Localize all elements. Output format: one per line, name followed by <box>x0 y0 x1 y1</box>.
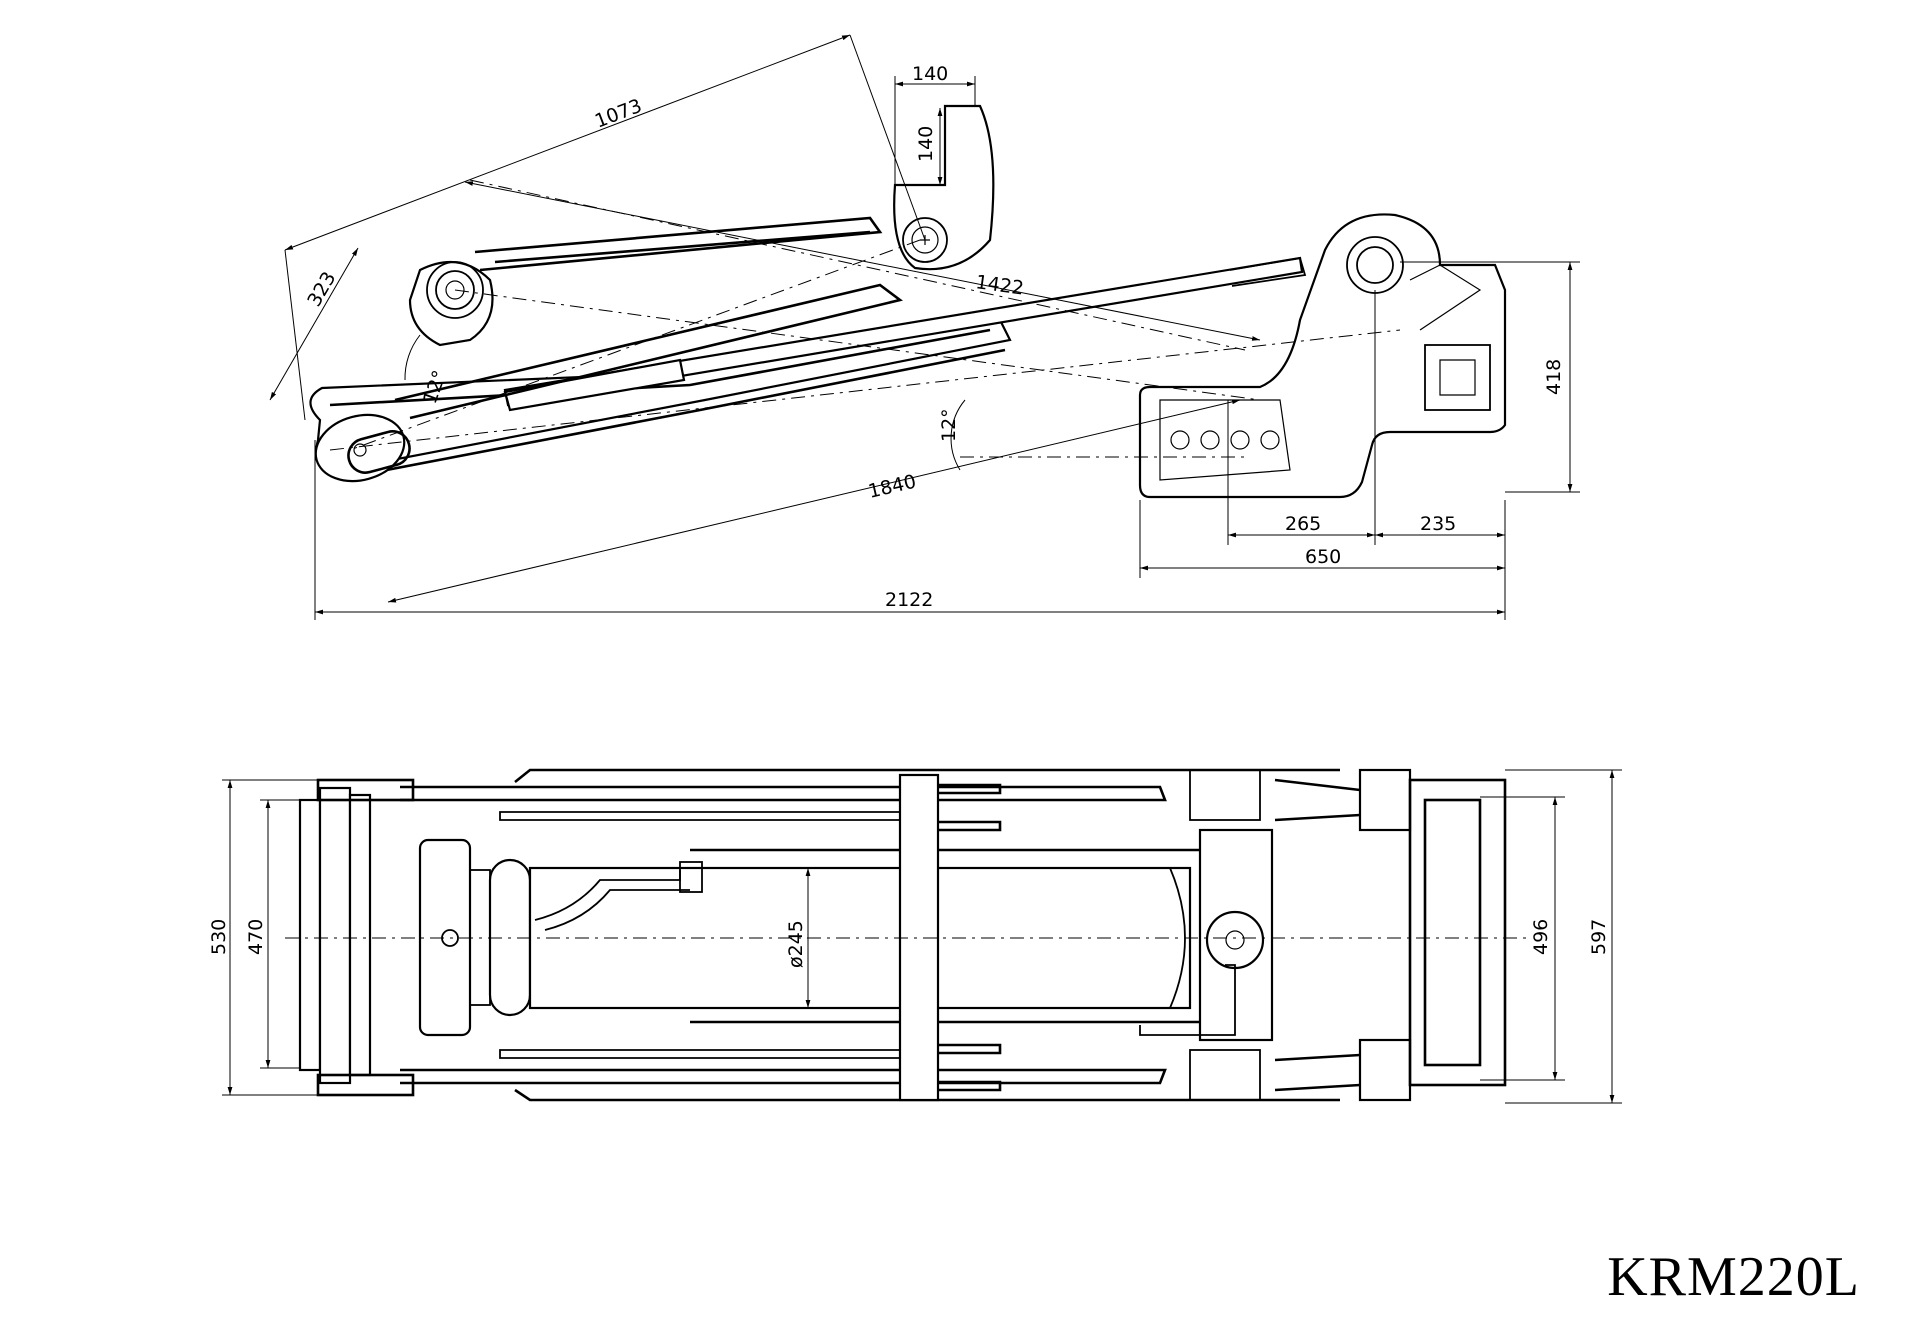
dim-cylinder-dia: ø245 <box>785 920 807 968</box>
side-dimensions: 2122 1840 1073 1422 323 140 140 <box>269 34 1580 620</box>
dim-overall-length: 2122 <box>885 589 933 611</box>
dim-rear-outer: 597 <box>1588 919 1610 955</box>
top-bracket <box>893 104 995 271</box>
upper-pivot-head <box>408 260 494 347</box>
model-label: KRM220L <box>1607 1246 1860 1308</box>
rear-assembly <box>1139 768 1507 1102</box>
dim-base-235: 235 <box>1420 513 1456 535</box>
dim-arm-length: 1840 <box>866 471 918 503</box>
dim-outer-width: 530 <box>208 919 230 955</box>
dim-upper-link: 1073 <box>592 95 645 133</box>
dim-pin-offset: 323 <box>303 268 340 310</box>
front-plates <box>298 778 415 1097</box>
dim-base-650: 650 <box>1305 546 1341 568</box>
dim-diagonal: 1422 <box>974 271 1025 300</box>
dim-top-height: 140 <box>915 126 937 162</box>
dim-angle-large: 12° <box>938 408 960 442</box>
rear-frame <box>1138 213 1507 499</box>
side-rails <box>400 768 1340 1102</box>
main-arm <box>309 318 1012 480</box>
dim-rear-inner: 496 <box>1530 919 1552 955</box>
dim-base-265: 265 <box>1285 513 1321 535</box>
dim-top-width: 140 <box>912 63 948 85</box>
dim-inner-width: 470 <box>245 919 267 955</box>
top-view: 530 470 ø245 496 597 <box>208 768 1622 1104</box>
side-view: 2122 1840 1073 1422 323 140 140 <box>269 34 1580 620</box>
top-dimensions: 530 470 ø245 496 597 <box>208 769 1622 1104</box>
dim-rear-height: 418 <box>1543 359 1565 395</box>
